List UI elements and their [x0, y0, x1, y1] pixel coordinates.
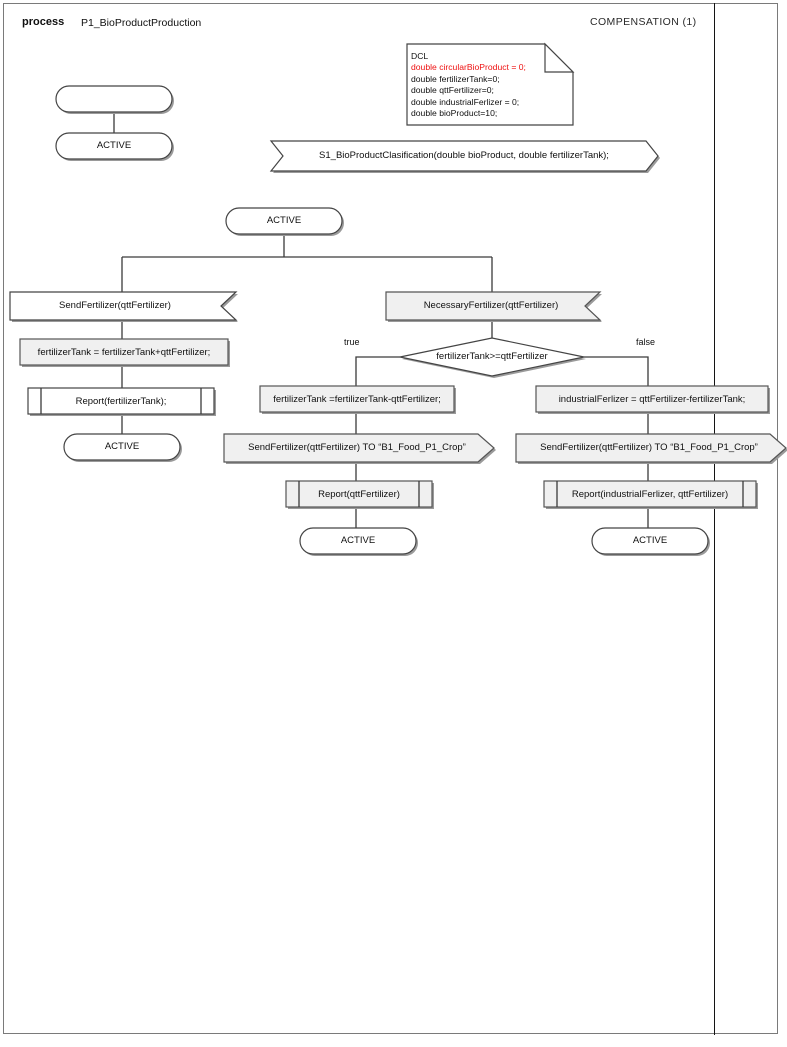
page-title: P1_BioProductProduction: [81, 17, 202, 29]
state-active-left[interactable]: [63, 433, 181, 461]
report-right[interactable]: [543, 480, 757, 508]
dcl-note-line-0: double circularBioProduct = 0;: [411, 62, 526, 73]
signal-s1[interactable]: [269, 140, 659, 172]
send-to-crop-mid[interactable]: [223, 433, 495, 463]
dcl-note-fold-icon: [544, 42, 575, 73]
process-keyword: process: [22, 16, 65, 28]
state-active-main[interactable]: [225, 207, 343, 235]
dcl-note-text: DCL double circularBioProduct = 0; doubl…: [411, 51, 561, 119]
dcl-note-line-1: double fertilizerTank=0;: [411, 73, 500, 84]
report-mid-label: Report(qttFertilizer): [318, 489, 400, 500]
state-active-mid[interactable]: [299, 527, 417, 555]
dcl-note-line-4: double bioProduct=10;: [411, 108, 498, 119]
assign-industrial-label: industrialFerlizer = qttFertilizer-ferti…: [558, 394, 746, 405]
signal-s1-label: S1_BioProductClasification(double bioPro…: [319, 150, 609, 161]
necessary-fertilizer[interactable]: [385, 291, 602, 321]
state-active-mid-label: ACTIVE: [340, 535, 376, 546]
assign-add[interactable]: [19, 338, 229, 366]
state-active-left-label: ACTIVE: [104, 441, 140, 452]
send-to-crop-right[interactable]: [515, 433, 787, 463]
edge-label-true: true: [344, 337, 360, 347]
edge-label-false: false: [636, 337, 656, 347]
send-fertilizer-left[interactable]: [9, 291, 238, 321]
state-active-right-label: ACTIVE: [632, 535, 668, 546]
connector-decision-true: [355, 356, 400, 386]
decision-node[interactable]: [399, 337, 585, 377]
state-active-start[interactable]: [55, 132, 173, 160]
send-to-crop-right-label: SendFertilizer(qttFertilizer) TO “B1_Foo…: [540, 442, 758, 453]
dcl-note-title: DCL: [411, 51, 429, 61]
send-to-crop-mid-label: SendFertilizer(qttFertilizer) TO “B1_Foo…: [248, 442, 466, 453]
state-active-right[interactable]: [591, 527, 709, 555]
dcl-note-line-2: double qttFertilizer=0;: [411, 85, 494, 96]
assign-sub-label: fertilizerTank =fertilizerTank-qttFertil…: [273, 394, 441, 405]
dcl-note-line-3: double industrialFerlizer = 0;: [411, 96, 520, 107]
send-fertilizer-left-label: SendFertilizer(qttFertilizer): [59, 300, 171, 311]
decision-label: fertilizerTank>=qttFertilizer: [436, 351, 548, 362]
compensation-label: COMPENSATION (1): [590, 16, 697, 28]
necessary-fertilizer-label: NecessaryFertilizer(qttFertilizer): [423, 300, 559, 311]
report-left[interactable]: [27, 387, 215, 415]
start-node[interactable]: [55, 85, 173, 113]
report-mid[interactable]: [285, 480, 433, 508]
page-frame: [3, 3, 778, 1034]
state-active-start-label: ACTIVE: [96, 140, 132, 151]
report-right-label: Report(industrialFerlizer, qttFertilizer…: [571, 489, 729, 500]
assign-add-label: fertilizerTank = fertilizerTank+qttFerti…: [37, 347, 211, 358]
assign-sub[interactable]: [259, 385, 455, 413]
dcl-note[interactable]: [406, 43, 574, 126]
page-inner-divider: [714, 3, 715, 1035]
connector-decision-false: [584, 356, 649, 386]
assign-industrial[interactable]: [535, 385, 769, 413]
state-active-main-label: ACTIVE: [266, 215, 302, 226]
report-left-label: Report(fertilizerTank);: [75, 396, 167, 407]
